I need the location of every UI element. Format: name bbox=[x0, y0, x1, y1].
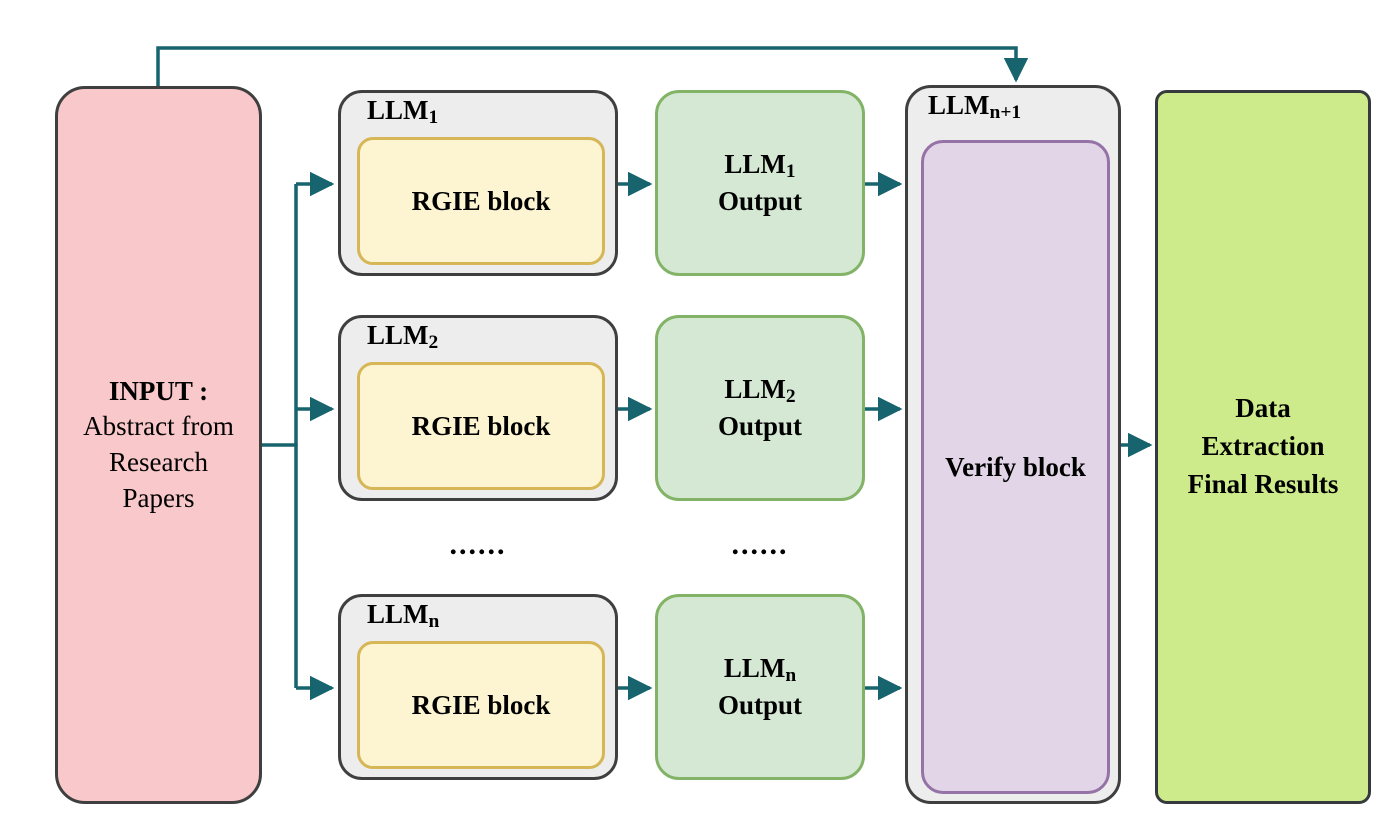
llm1-output-word: Output bbox=[717, 186, 803, 217]
llm1-rgie-block: RGIE block bbox=[357, 137, 605, 265]
ellipsis-llm-column: ...... bbox=[449, 528, 507, 561]
llm1-output-base: LLM bbox=[724, 148, 786, 179]
llmn-label-subscript: n bbox=[428, 610, 440, 632]
llm1-output-box: LLM1 Output bbox=[655, 90, 865, 276]
llmn-output-box: LLMn Output bbox=[655, 594, 865, 780]
llm1-label-subscript: 1 bbox=[428, 106, 439, 128]
verify-label-base: LLM bbox=[928, 90, 990, 120]
llmn-label-base: LLM bbox=[367, 599, 429, 629]
input-title: INPUT : bbox=[108, 375, 209, 406]
llm2-rgie-block: RGIE block bbox=[357, 362, 605, 490]
llm2-label-subscript: 2 bbox=[428, 331, 439, 353]
llm2-output-subscript: 2 bbox=[785, 385, 796, 407]
input-box: INPUT : Abstract from Research Papers bbox=[55, 86, 262, 804]
llm1-output-title: LLM1 bbox=[724, 147, 795, 184]
llmn-output-title: LLMn bbox=[724, 651, 796, 688]
verify-container: LLMn+1 Verify block bbox=[905, 85, 1121, 804]
verify-label-subscript: n+1 bbox=[989, 101, 1022, 123]
verify-container-label: LLMn+1 bbox=[928, 90, 1021, 124]
llmn-container: LLMn RGIE block bbox=[338, 594, 618, 780]
llmn-label: LLMn bbox=[367, 599, 439, 633]
final-line-1: Data bbox=[1235, 393, 1291, 424]
llm2-label-base: LLM bbox=[367, 320, 429, 350]
llm1-label-base: LLM bbox=[367, 95, 429, 125]
verify-block: Verify block bbox=[921, 140, 1110, 794]
input-body-line-3: Papers bbox=[122, 482, 195, 513]
final-line-2: Extraction bbox=[1201, 431, 1325, 462]
llmn-output-subscript: n bbox=[785, 664, 797, 686]
llm1-container: LLM1 RGIE block bbox=[338, 90, 618, 276]
final-line-3: Final Results bbox=[1187, 468, 1339, 499]
input-body-line-2: Research bbox=[109, 447, 208, 477]
llm2-output-base: LLM bbox=[724, 373, 786, 404]
llm2-output-word: Output bbox=[717, 411, 803, 442]
arrow-input-to-verify-top bbox=[156, 46, 1029, 86]
llm2-output-box: LLM2 Output bbox=[655, 315, 865, 501]
llm1-label: LLM1 bbox=[367, 95, 438, 129]
llmn-output-base: LLM bbox=[723, 652, 786, 683]
llmn-rgie-block: RGIE block bbox=[357, 641, 605, 769]
input-body-line-1: Abstract from bbox=[83, 411, 234, 442]
llmn-output-word: Output bbox=[717, 690, 803, 721]
llm2-output-title: LLM2 bbox=[724, 372, 795, 409]
ellipsis-output-column: ...... bbox=[731, 528, 789, 561]
final-results-box: Data Extraction Final Results bbox=[1155, 90, 1371, 804]
llm2-label: LLM2 bbox=[367, 320, 438, 354]
llm1-output-subscript: 1 bbox=[785, 160, 796, 182]
llm2-container: LLM2 RGIE block bbox=[338, 315, 618, 501]
